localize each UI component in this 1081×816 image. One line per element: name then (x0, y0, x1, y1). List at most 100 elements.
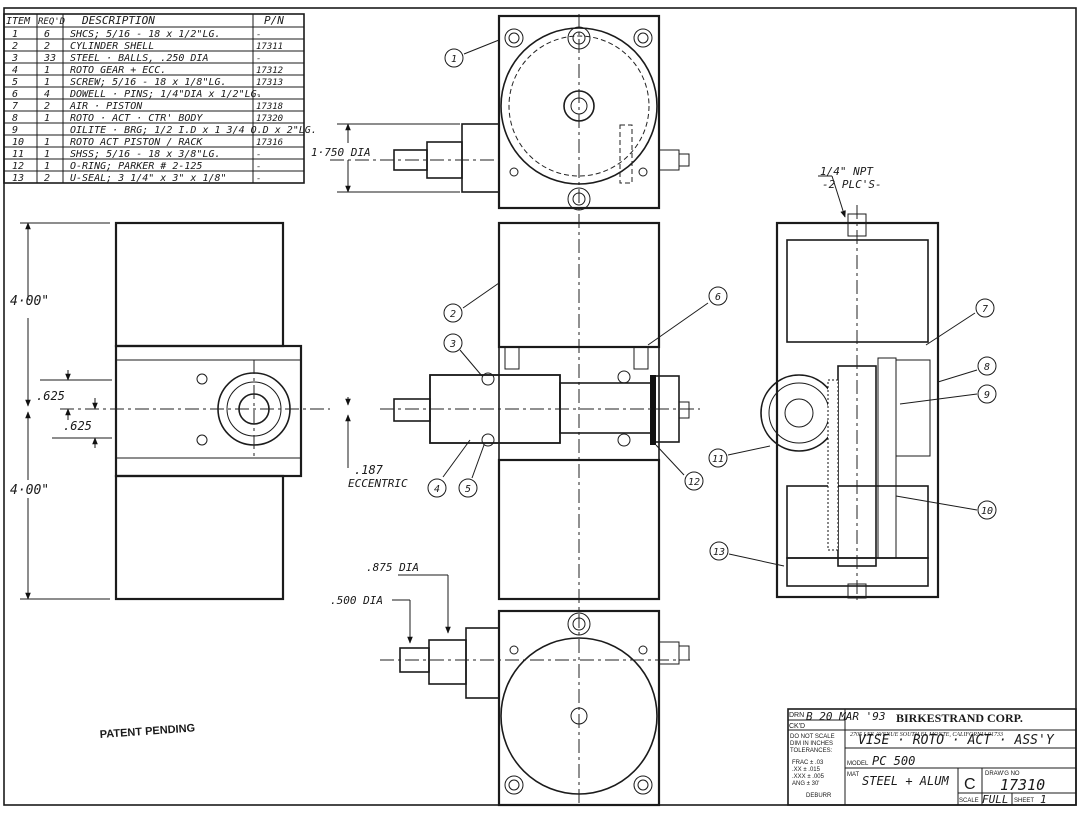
balloon-label-13: 13 (713, 547, 725, 558)
tb-sheet-value: 1 (1040, 793, 1047, 806)
bom-cell-r1-c2: 6 (44, 29, 50, 40)
top-end-view (330, 14, 690, 211)
balloon-label-4: 4 (434, 484, 440, 495)
bom-cell-r8-c4: 17320 (256, 114, 283, 124)
balloon-8 (977, 356, 997, 376)
bom-cell-r7-c4: 17318 (256, 102, 283, 112)
balloon-label-9: 9 (984, 390, 990, 401)
tb-tolerance-frac: FRAC ± .03 (792, 760, 824, 766)
bom-cell-r12-c4: - (256, 162, 261, 172)
balloon-label-10: 10 (981, 506, 993, 517)
bom-cell-r6-c2: 4 (44, 89, 50, 100)
dim-offset-b-text: .625 (63, 419, 92, 433)
left-side-view: 4·00" 4·00" .625 .625 (10, 221, 330, 601)
tb-address: 2705 LEE AVENUE SOUTH EL MONTE, CALIFORN… (850, 732, 1003, 738)
patent-pending-text: PATENT PENDING (99, 722, 195, 741)
bom-cell-r13-c4: - (256, 174, 261, 184)
dim-1750-dia-text: 1·750 DIA (311, 146, 371, 159)
bom-cell-r3-c3: STEEL · BALLS, .250 DIA (70, 53, 208, 64)
bom-cell-r8-c1: 8 (12, 113, 18, 124)
dim-offset-a-text: .625 (36, 389, 65, 403)
bom-cell-r5-c1: 5 (12, 77, 18, 88)
tb-dwg-value: 17310 (1000, 776, 1045, 794)
bom-cell-r5-c3: SCREW; 5/16 - 18 x 1/8"LG. (70, 77, 227, 88)
tb-dwg-label: DRAW'G NO (985, 771, 1020, 777)
bom-cell-r6-c4: - (256, 90, 261, 100)
balloon-11 (708, 448, 728, 468)
balloon-6 (708, 286, 728, 306)
tb-notice-3: TOLERANCES: (790, 748, 833, 754)
bom-cell-r4-c4: 17312 (256, 66, 283, 76)
dim-875-dia-text: .875 DIA (366, 561, 419, 574)
dim-eccentric-label: ECCENTRIC (348, 477, 408, 490)
balloon-5 (458, 478, 478, 498)
bom-cell-r7-c1: 7 (12, 101, 18, 112)
bom-cell-r10-c4: 17316 (256, 138, 283, 148)
tb-title: VISE · ROTO · ACT · ASS'Y (858, 733, 1055, 748)
dim-500-dia-text: .500 DIA (330, 594, 383, 607)
bom-header-pn: P/N (264, 14, 284, 27)
tb-scale-value: FULL (982, 793, 1009, 806)
bottom-end-view: .875 DIA .500 DIA (330, 561, 690, 807)
tb-drawn-label: DRN (789, 712, 804, 719)
bom-cell-r2-c4: 17311 (256, 42, 283, 52)
balloon-label-6: 6 (715, 292, 721, 303)
bom-header-description: DESCRIPTION (81, 14, 155, 27)
tb-checked-label: CK'D (789, 723, 805, 730)
balloon-1 (444, 48, 464, 68)
bom-cell-r11-c2: 1 (44, 149, 50, 160)
npt-note-line2: -2 PLC'S- (822, 178, 882, 191)
tb-material-label: MAT (847, 772, 860, 778)
balloon-10 (977, 500, 997, 520)
balloon-4 (427, 478, 447, 498)
tb-notice-2: DIM IN INCHES (790, 741, 833, 747)
balloon-13 (709, 541, 729, 561)
bom-cell-r5-c4: 17313 (256, 78, 283, 88)
bom-cell-r4-c3: ROTO GEAR + ECC. (70, 65, 166, 76)
bom-cell-r8-c3: ROTO · ACT · CTR' BODY (70, 113, 203, 124)
tb-model-label: MODEL (847, 761, 869, 767)
balloon-label-1: 1 (451, 54, 457, 65)
title-block: DRN CK'D B 20 MAR '93 BIRKESTRAND CORP. … (787, 708, 1077, 806)
balloon-label-5: 5 (465, 484, 471, 495)
tb-notice-1: DO NOT SCALE (790, 734, 835, 740)
bom-cell-r1-c3: SHCS; 5/16 - 18 x 1/2"LG. (70, 29, 221, 40)
bom-cell-r13-c1: 13 (12, 173, 24, 184)
bom-cell-r6-c3: DOWELL · PINS; 1/4"DIA x 1/2"LG. (69, 89, 263, 100)
balloon-3 (443, 333, 463, 353)
bom-header-item: ITEM (6, 16, 31, 27)
bom-cell-r11-c3: SHSS; 5/16 - 18 x 3/8"LG. (70, 149, 221, 160)
dim-height-bottom-text: 4·00" (10, 483, 49, 498)
tb-model-value: PC 500 (872, 754, 915, 768)
bom-cell-r4-c1: 4 (12, 65, 18, 76)
bom-cell-r5-c2: 1 (44, 77, 50, 88)
bom-cell-r12-c3: O-RING; PARKER # 2-125 (70, 161, 202, 172)
bom-cell-r3-c4: - (256, 54, 261, 64)
dim-height-top-text: 4·00" (10, 294, 49, 309)
tb-tolerance-ang: ANG ± 30' (792, 781, 819, 787)
bom-cell-r3-c1: 3 (11, 53, 18, 64)
dim-eccentric-value: .187 (354, 463, 384, 477)
npt-note-line1: 1/4" NPT (820, 165, 874, 178)
bom-cell-r4-c2: 1 (44, 65, 50, 76)
balloon-label-2: 2 (450, 309, 456, 320)
tb-company: BIRKESTRAND CORP. (896, 711, 1023, 725)
bom-cell-r6-c1: 6 (12, 89, 18, 100)
bom-cell-r11-c1: 11 (12, 149, 24, 160)
balloon-label-7: 7 (982, 304, 988, 315)
balloon-label-8: 8 (984, 362, 990, 373)
tb-scale-label: SCALE (959, 798, 979, 804)
bom-cell-r3-c2: 33 (43, 53, 56, 64)
tb-material-value: STEEL + ALUM (862, 774, 949, 788)
bom-cell-r7-c2: 2 (44, 101, 50, 112)
bom-cell-r8-c2: 1 (44, 113, 50, 124)
balloon-7 (975, 298, 995, 318)
right-section-view: 1/4" NPT -2 PLC'S- (760, 165, 940, 600)
bom-header-reqd: REQ'D (38, 17, 65, 27)
bom-cell-r1-c1: 1 (12, 29, 18, 40)
bom-cell-r10-c3: ROTO ACT PISTON / RACK (70, 137, 203, 148)
bom-cell-r2-c2: 2 (44, 41, 50, 52)
bom-cell-r12-c1: 12 (12, 161, 24, 172)
